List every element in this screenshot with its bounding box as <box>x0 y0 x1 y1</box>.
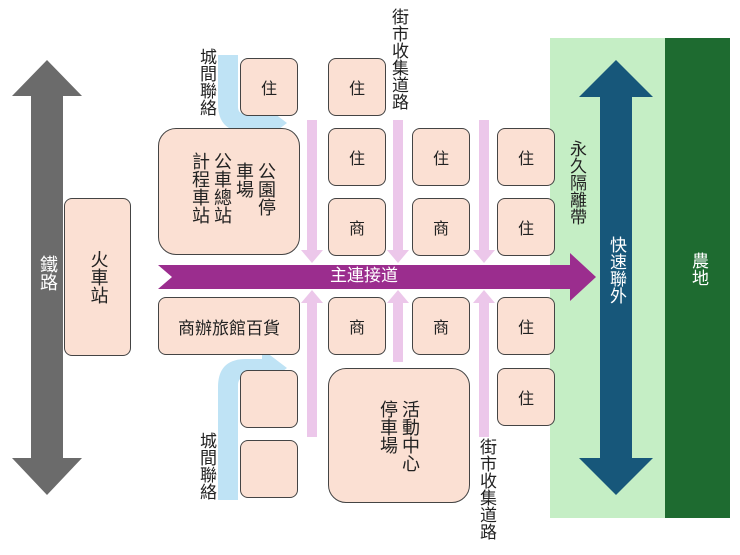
residential-block: 住 <box>328 58 386 116</box>
commercial-label: 商 <box>348 219 365 238</box>
empty-lot <box>240 370 298 428</box>
farmland-label: 農地 <box>688 252 708 286</box>
intercity-label-bottom: 城間聯絡 <box>196 432 216 500</box>
train-station-block: 火車站 <box>64 198 131 356</box>
residential-block: 住 <box>497 128 555 186</box>
main-artery-arrow <box>158 253 596 301</box>
collector-arrow-2-up <box>387 290 409 362</box>
collector-arrow-3-down <box>473 120 495 263</box>
residential-label: 住 <box>260 79 277 98</box>
expressway-label: 快速聯外 <box>606 236 626 304</box>
commercial-strip-label: 商辦旅館百貨 <box>178 318 280 339</box>
activity-center-label: 活動中心停車場 <box>377 400 420 472</box>
residential-label: 住 <box>517 318 534 337</box>
residential-block: 住 <box>240 58 298 116</box>
railway-label: 鐵路 <box>37 255 58 291</box>
residential-label: 住 <box>348 79 365 98</box>
residential-block: 住 <box>412 128 470 186</box>
empty-lot <box>240 440 298 498</box>
residential-block: 住 <box>328 128 386 186</box>
residential-block: 住 <box>497 368 555 426</box>
activity-center-block <box>328 368 470 503</box>
residential-label: 住 <box>348 149 365 168</box>
main-artery-label: 主連接道 <box>330 266 398 286</box>
buffer-zone-label: 永久隔離帶 <box>566 140 586 225</box>
commercial-block: 商 <box>328 297 386 355</box>
intercity-arrow-bottom <box>218 349 287 500</box>
intercity-label-top: 城間聯絡 <box>196 48 216 116</box>
collector-arrow-1-down <box>301 120 323 263</box>
commercial-label: 商 <box>432 219 449 238</box>
expressway-arrow <box>579 60 653 495</box>
train-station-label: 火車站 <box>87 250 109 304</box>
bus-taxi-label: 公車總站計程車站 <box>189 152 232 224</box>
commercial-strip-block: 商辦旅館百貨 <box>158 297 300 355</box>
residential-label: 住 <box>517 219 534 238</box>
collector-label-bottom: 街市收集道路 <box>476 438 496 540</box>
farmland-zone <box>665 38 730 518</box>
collector-arrow-3-up <box>473 290 495 437</box>
commercial-block: 商 <box>412 297 470 355</box>
residential-label: 住 <box>432 149 449 168</box>
collector-label-top: 街市收集道路 <box>388 8 408 110</box>
intercity-arrow-top <box>218 55 287 142</box>
collector-arrow-2-down <box>387 120 409 263</box>
residential-label: 住 <box>517 389 534 408</box>
collector-arrow-1-up <box>301 290 323 437</box>
railway-arrow <box>12 60 82 495</box>
residential-block: 住 <box>497 198 555 256</box>
residential-label: 住 <box>517 149 534 168</box>
park-parking-label: 公園停車場 <box>233 162 276 216</box>
commercial-block: 商 <box>328 198 386 256</box>
commercial-label: 商 <box>348 318 365 337</box>
residential-block: 住 <box>497 297 555 355</box>
commercial-block: 商 <box>412 198 470 256</box>
commercial-label: 商 <box>432 318 449 337</box>
bus-park-block <box>158 128 300 255</box>
collector-arrows <box>301 120 495 437</box>
